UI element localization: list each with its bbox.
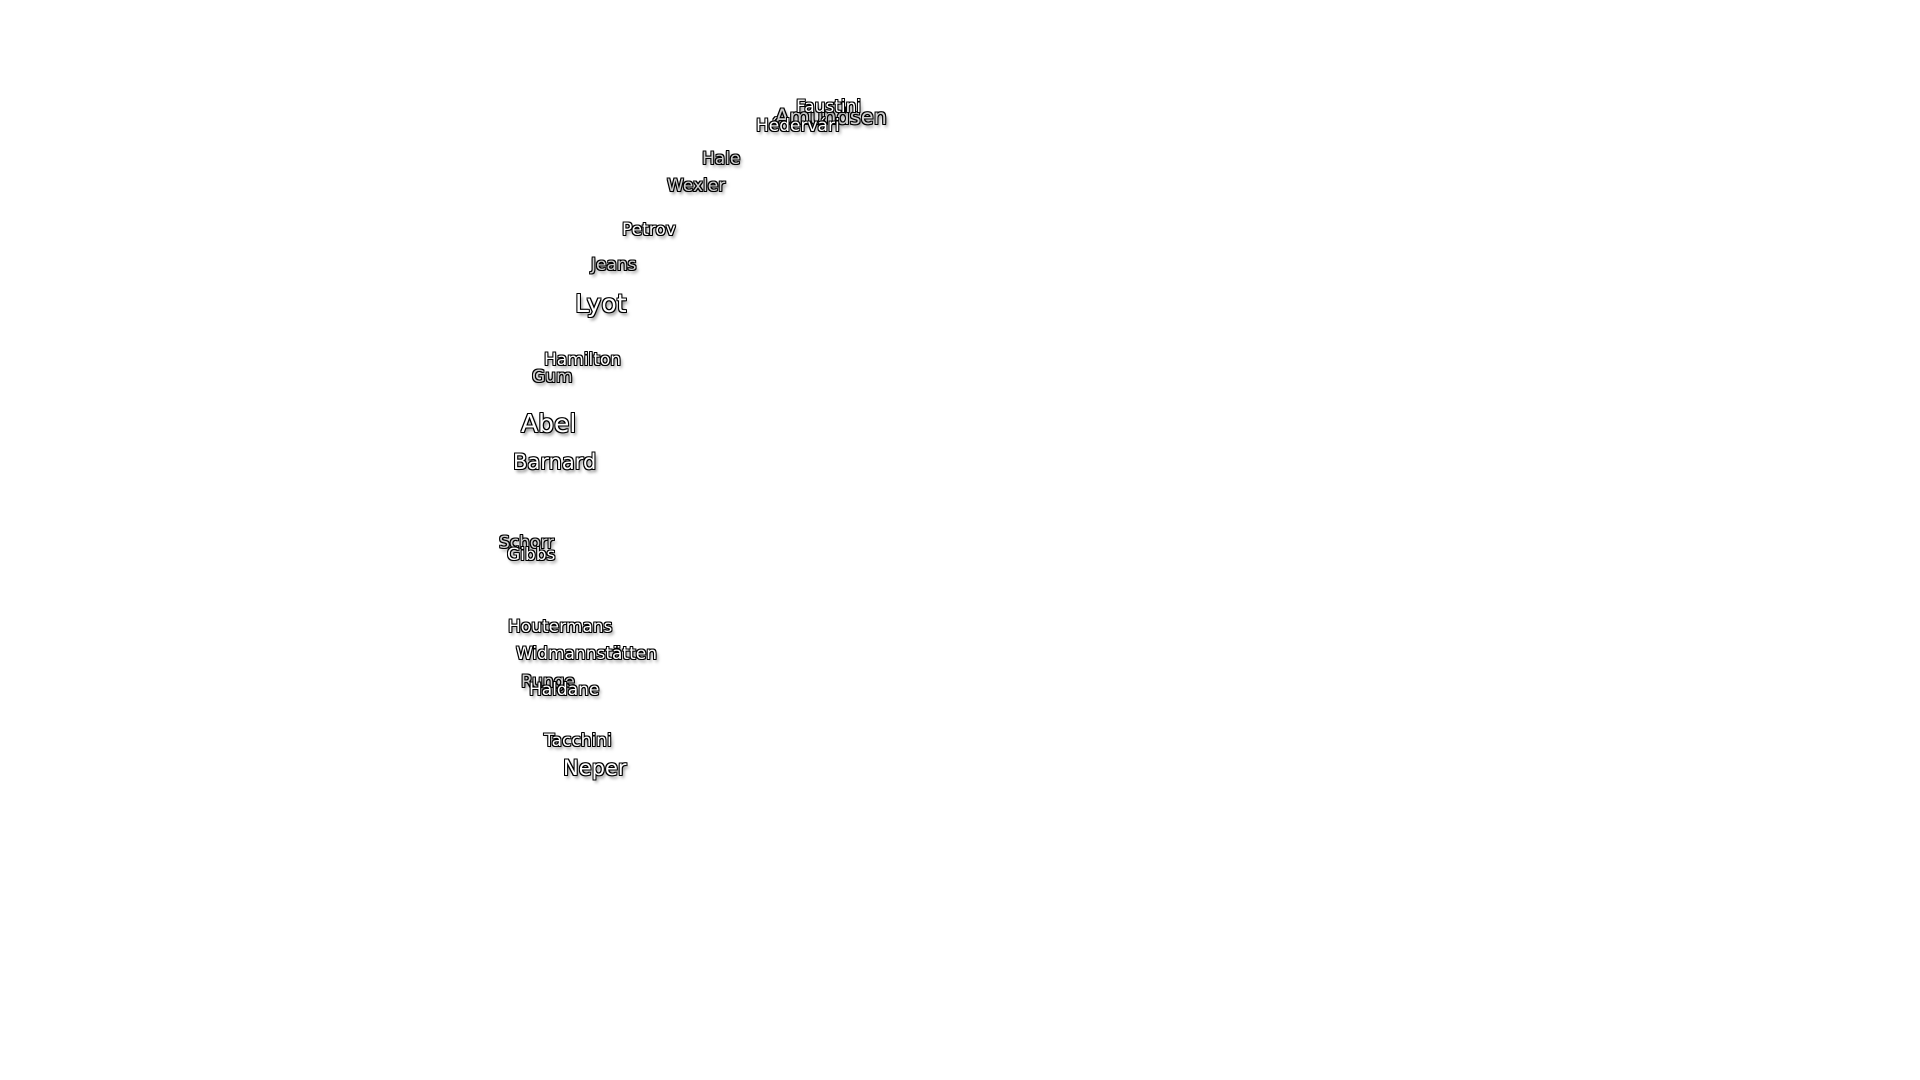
crater-label-hale[interactable]: Hale [702, 149, 741, 169]
crater-label-abel[interactable]: Abel [521, 409, 577, 438]
crater-label-haldane[interactable]: Haldane [529, 680, 600, 700]
crater-label-barnard[interactable]: Barnard [513, 450, 597, 474]
crater-label-jeans[interactable]: Jeans [591, 255, 637, 275]
crater-label-amundsen[interactable]: Amundsen [775, 105, 887, 129]
crater-label-petrov[interactable]: Petrov [622, 220, 676, 240]
crater-label-lyot[interactable]: Lyot [575, 289, 627, 318]
crater-label-widmannstatten[interactable]: Widmannstätten [516, 644, 657, 664]
crater-label-faustini[interactable]: Faustini [796, 97, 862, 117]
crater-label-hedervari[interactable]: Hédervári [756, 116, 840, 136]
crater-label-neper[interactable]: Neper [563, 756, 627, 780]
crater-label-tacchini[interactable]: Tacchini [544, 731, 612, 751]
crater-label-hamilton[interactable]: Hamilton [544, 350, 622, 370]
crater-label-houtermans[interactable]: Houtermans [508, 617, 613, 637]
crater-label-gum[interactable]: Gum [532, 367, 573, 387]
crater-label-schorr[interactable]: Schorr [499, 533, 554, 553]
crater-label-wexler[interactable]: Wexler [667, 176, 726, 196]
crater-label-gibbs[interactable]: Gibbs [507, 545, 556, 565]
crater-label-runge[interactable]: Runge [521, 672, 575, 692]
